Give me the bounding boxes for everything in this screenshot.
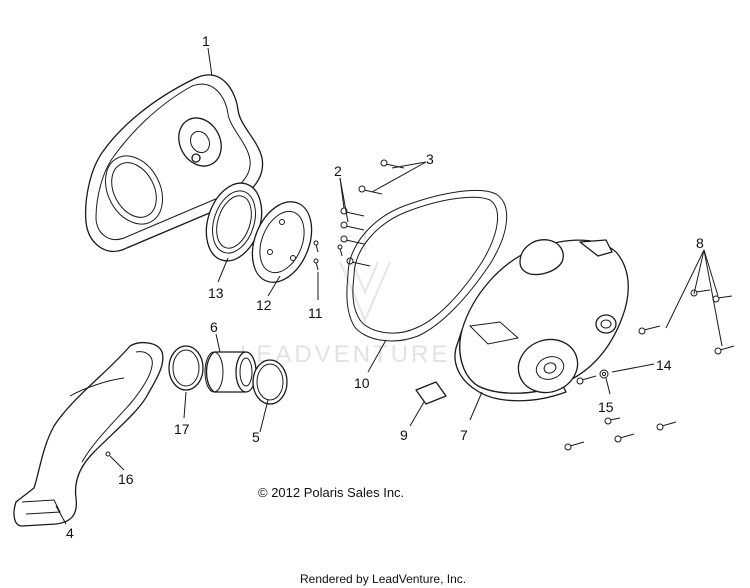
callout-8: 8: [696, 235, 704, 251]
copyright-text: © 2012 Polaris Sales Inc.: [258, 485, 404, 500]
callout-6: 6: [210, 319, 218, 335]
callout-9: 9: [400, 427, 408, 443]
callout-1: 1: [202, 33, 210, 49]
part-4-intake-duct: [13, 341, 164, 527]
callout-2: 2: [334, 163, 342, 179]
part-9-label: [415, 381, 447, 405]
callout-17: 17: [174, 421, 190, 437]
footer-credit: Rendered by LeadVenture, Inc.: [300, 572, 466, 586]
leader-lines: [55, 47, 723, 525]
callout-16: 16: [118, 471, 134, 487]
callout-15: 15: [598, 399, 614, 415]
callout-5: 5: [252, 429, 260, 445]
callout-3: 3: [426, 151, 434, 167]
part-17-clamp: [168, 345, 204, 391]
callout-12: 12: [256, 297, 272, 313]
part-2-3-bolts: [340, 159, 405, 267]
part-5-clamp: [252, 359, 288, 405]
part-14-15-fasteners: [599, 369, 609, 379]
callout-7: 7: [460, 427, 468, 443]
callout-13: 13: [208, 285, 224, 301]
part-6-adapter: [204, 351, 257, 393]
part-7-outer-cover: [454, 239, 629, 402]
callout-labels: 1 2 3 4 5 6 7 8 9 10 11 12 13 14 15 16 1…: [66, 33, 704, 541]
part-12-plate: [251, 201, 313, 283]
part-10-drive-belt: [346, 189, 508, 342]
callout-14: 14: [656, 357, 672, 373]
callout-4: 4: [66, 525, 74, 541]
part-11-screws: [313, 240, 343, 271]
callout-10: 10: [354, 375, 370, 391]
callout-11: 11: [308, 305, 323, 321]
part-8-bolts: [564, 289, 735, 451]
